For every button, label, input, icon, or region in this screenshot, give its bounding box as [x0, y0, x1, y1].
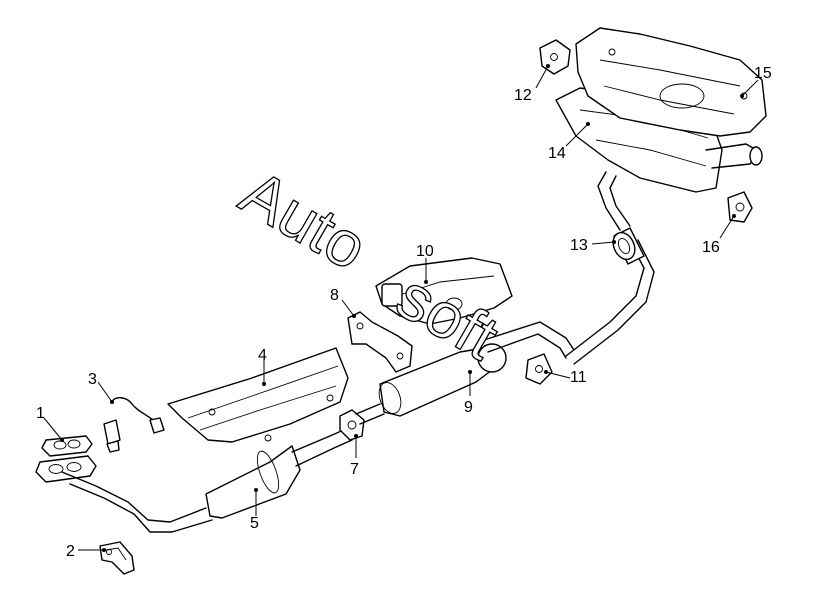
callout-5[interactable]: 5: [250, 515, 259, 532]
callout-12[interactable]: 12: [514, 87, 532, 104]
part-12-bracket[interactable]: [539, 39, 571, 75]
part-1-manifold-gasket[interactable]: [35, 435, 97, 483]
part-16-rubber-mount[interactable]: [727, 191, 753, 223]
part-10-heat-shield-center[interactable]: [375, 257, 513, 325]
part-8-hanger-bracket[interactable]: [347, 311, 413, 373]
callout-2[interactable]: 2: [66, 543, 75, 560]
callout-4[interactable]: 4: [258, 347, 267, 364]
part-7-clamp[interactable]: [339, 409, 365, 441]
part-4-heat-shield[interactable]: [167, 347, 349, 443]
part-2-clamp-bracket[interactable]: [99, 541, 135, 575]
callout-11[interactable]: 11: [570, 369, 587, 386]
callout-10[interactable]: 10: [416, 243, 434, 260]
part-5-front-pipe-catalytic-converter[interactable]: [61, 427, 353, 533]
callout-8[interactable]: 8: [330, 287, 339, 304]
part-11-rubber-hanger[interactable]: [525, 353, 553, 385]
part-3-oxygen-sensor[interactable]: [103, 397, 165, 453]
callout-labels: 1 2 3 4 5 7 8 9 10 11 12 13 14 15 16: [36, 65, 772, 560]
callout-7[interactable]: 7: [350, 461, 359, 478]
watermark-text-auto: Auto: [229, 156, 379, 284]
part-9-center-silencer[interactable]: [355, 321, 575, 425]
part-15-rear-heat-shield[interactable]: [575, 27, 767, 137]
callout-13[interactable]: 13: [570, 237, 588, 254]
callout-14[interactable]: 14: [548, 145, 566, 162]
rear-pipe[interactable]: [565, 171, 655, 365]
callout-1[interactable]: 1: [36, 405, 45, 422]
callout-16[interactable]: 16: [702, 239, 720, 256]
callout-9[interactable]: 9: [464, 399, 473, 416]
callout-15[interactable]: 15: [754, 65, 772, 82]
callout-3[interactable]: 3: [88, 371, 97, 388]
leader-lines: [43, 64, 759, 552]
part-13-clamp[interactable]: [609, 229, 639, 263]
